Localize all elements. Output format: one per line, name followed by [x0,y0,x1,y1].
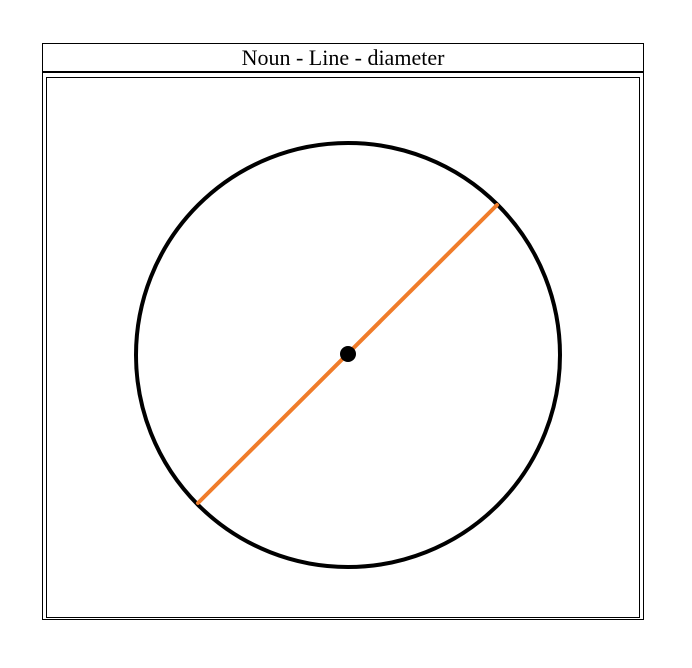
center-point [340,346,356,362]
diagram-title: Noun - Line - diameter [43,44,643,73]
diagram-canvas [46,77,640,618]
diagram-frame: Noun - Line - diameter [42,43,644,620]
circle-shape [134,141,562,569]
